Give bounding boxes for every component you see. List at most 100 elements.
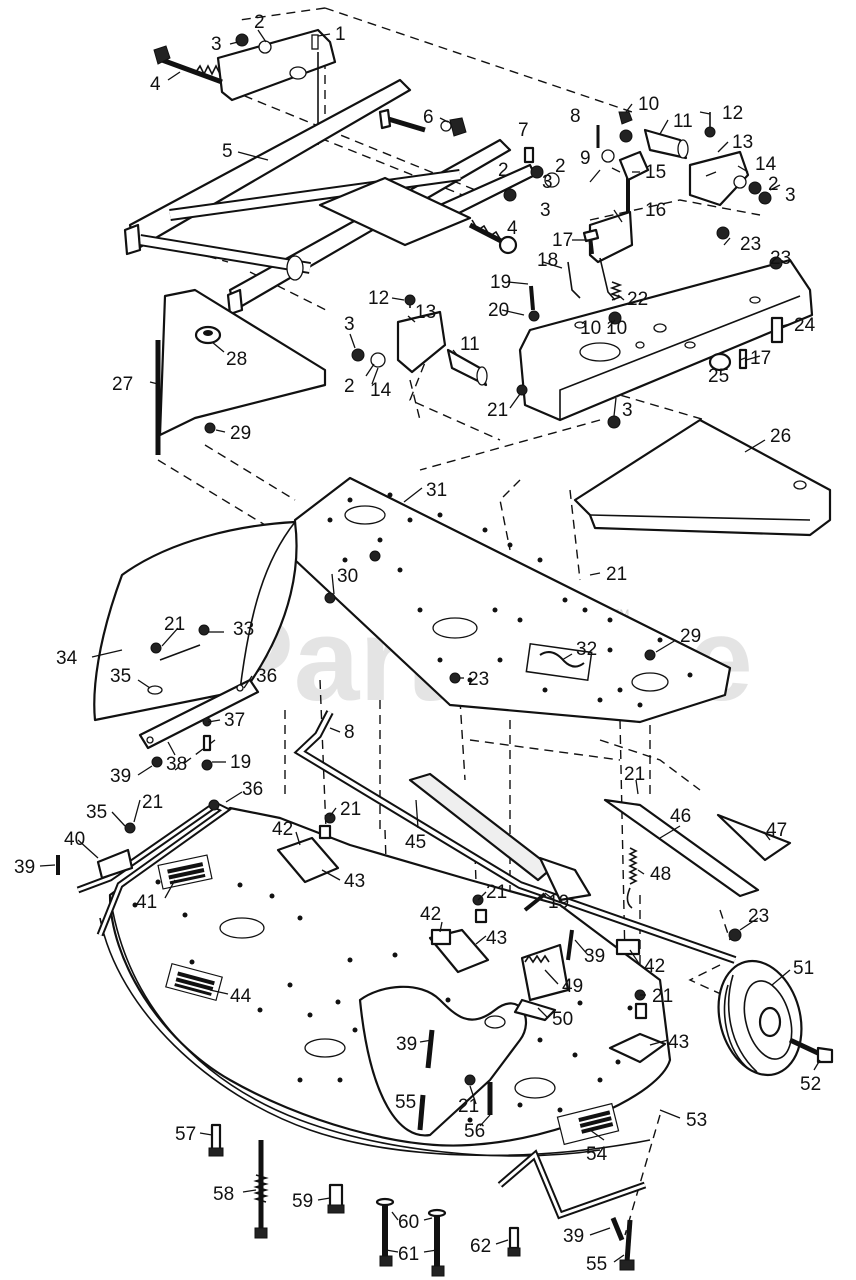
chute-mount-bar	[138, 678, 260, 768]
callout-label: 23	[468, 669, 489, 690]
roller-pin	[446, 348, 488, 387]
callout-label: 39	[563, 1226, 584, 1247]
threaded-bolt	[468, 219, 518, 255]
callout-label: 21	[164, 614, 185, 635]
callout-label: 3	[542, 172, 553, 193]
belt-shield-left	[155, 288, 327, 455]
callout-label: 15	[645, 162, 666, 183]
lift-link-rod	[588, 172, 634, 301]
callout-label: 21	[458, 1096, 479, 1117]
callout-label: 29	[230, 423, 251, 444]
callout-label: 54	[586, 1144, 608, 1165]
callout-label: 17	[552, 230, 573, 251]
callout-label: 42	[272, 819, 293, 840]
mower-blade	[603, 798, 792, 898]
callout-label: 19	[230, 752, 251, 773]
callout-label: 26	[770, 426, 791, 447]
callout-label: 23	[770, 248, 791, 269]
callout-label: 35	[86, 802, 107, 823]
hex-nut	[607, 415, 621, 429]
callout-label: 45	[405, 832, 426, 853]
assembly-guide-lines	[149, 7, 761, 1236]
callout-label: 41	[136, 892, 157, 913]
callout-label: 52	[800, 1074, 821, 1095]
belt-shield-right	[573, 418, 832, 537]
small-bolt	[582, 228, 600, 255]
roller-pin	[643, 128, 689, 160]
callout-label: 37	[224, 710, 245, 731]
callout-label: 12	[722, 103, 743, 124]
lift-bracket-left	[351, 294, 447, 374]
callout-label: 12	[368, 288, 389, 309]
callout-label: 62	[470, 1236, 491, 1257]
callout-label: 21	[652, 986, 673, 1007]
swivel-bracket	[618, 150, 650, 182]
callout-label: 14	[755, 154, 777, 175]
callout-label: 20	[488, 300, 509, 321]
carriage-bolt-nut	[440, 117, 467, 137]
callout-label: 21	[487, 400, 508, 421]
callout-label: 29	[680, 626, 701, 647]
deck-top-plate	[293, 476, 732, 724]
callout-label: 48	[650, 864, 671, 885]
callout-label: 34	[56, 648, 78, 669]
callout-label: 21	[486, 882, 507, 903]
callout-label: 58	[213, 1184, 234, 1205]
callout-label: 24	[794, 315, 816, 336]
callout-label: 21	[340, 799, 361, 820]
callout-label: 8	[344, 722, 355, 743]
lock-nut	[516, 384, 528, 396]
callout-label: 55	[395, 1092, 416, 1113]
hex-nut	[235, 33, 249, 47]
callout-label: 4	[507, 218, 518, 239]
callout-label: 21	[606, 564, 627, 585]
callout-label: 33	[233, 619, 254, 640]
callout-label: 39	[584, 946, 605, 967]
flat-washer	[544, 172, 560, 188]
discharge-chute	[93, 520, 298, 722]
callout-label: 51	[793, 958, 814, 979]
callout-label: 19	[490, 272, 511, 293]
callout-label: 44	[230, 986, 252, 1007]
callout-label: 2	[344, 376, 355, 397]
callout-label: 2	[768, 174, 779, 195]
callout-label: 32	[576, 639, 597, 660]
callout-label: 60	[398, 1212, 419, 1233]
hex-nut	[530, 165, 544, 179]
callout-label: 43	[344, 871, 365, 892]
bolt-column	[56, 759, 742, 1277]
spacer	[523, 146, 535, 164]
callout-label: 6	[423, 107, 434, 128]
callout-label: 21	[142, 792, 163, 813]
callout-label: 42	[644, 956, 665, 977]
callout-label: 27	[112, 374, 133, 395]
rear-hook-right	[497, 1149, 647, 1220]
callout-label: 2	[254, 12, 265, 33]
callout-label: 8	[570, 106, 581, 127]
roller-pin	[770, 316, 784, 344]
lock-nut	[528, 310, 540, 322]
lift-mount-plate	[318, 176, 814, 422]
front-hook-left	[76, 800, 232, 937]
callout-label: 9	[580, 148, 591, 169]
callout-label: 38	[166, 754, 187, 775]
callout-label: 3	[540, 200, 551, 221]
callout-label: 40	[64, 829, 85, 850]
callout-labels: 1 2 3 4 2 3 5 6 7 2 3 4 8 10 9 11 15 10 …	[14, 12, 821, 1275]
callout-label: 16	[645, 200, 666, 221]
hex-nut-stack	[601, 111, 633, 163]
callout-label: 2	[498, 160, 509, 181]
hitch-frame	[123, 78, 537, 316]
mower-deck-housing	[99, 806, 672, 1157]
callout-label: 61	[398, 1244, 419, 1265]
callout-label: 59	[292, 1191, 313, 1212]
callout-label: 2	[555, 156, 566, 177]
callout-label: 18	[537, 250, 558, 271]
callout-label: 3	[785, 185, 796, 206]
callout-label: 3	[344, 314, 355, 335]
lock-nut	[716, 226, 730, 240]
callout-label: 50	[552, 1009, 573, 1030]
callout-label: 14	[370, 380, 392, 401]
callout-label: 23	[740, 234, 761, 255]
